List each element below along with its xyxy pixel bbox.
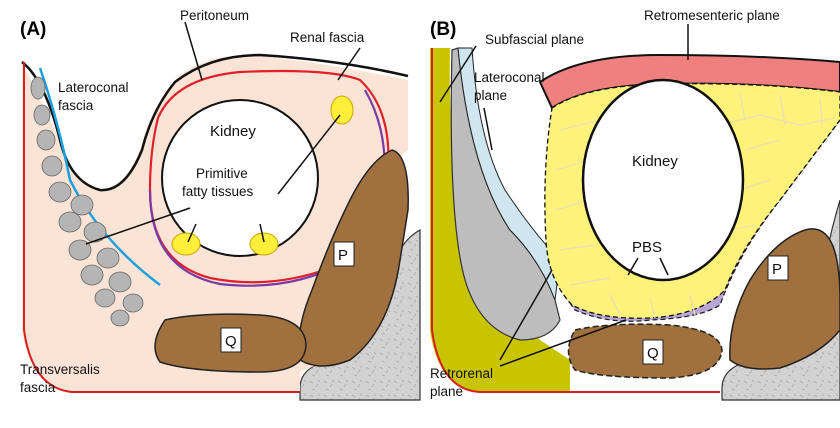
subfascial-plane-label: Subfascial plane	[485, 32, 584, 47]
renal-fascia-label: Renal fascia	[290, 30, 365, 45]
retrorenal-label-1: Retrorenal	[430, 366, 493, 381]
q-label-a: Q	[225, 333, 237, 350]
pbs-label: PBS	[632, 239, 662, 256]
lateroconal-fascia-label-2: fascia	[58, 98, 94, 113]
q-label-b: Q	[647, 345, 659, 362]
retrorenal-label-2: plane	[430, 384, 463, 399]
panel-b: (B) Subfascial plane Retromesenteric pla…	[430, 8, 840, 400]
panel-b-tag: (B)	[430, 19, 456, 40]
p-label-a: P	[338, 247, 348, 264]
panel-a-tag: (A)	[20, 19, 46, 40]
lateroconal-plane-label-1: Lateroconal	[474, 70, 545, 85]
transversalis-label-2: fascia	[20, 380, 56, 395]
kidney-label-a: Kidney	[210, 123, 256, 140]
kidney-label-b: Kidney	[632, 153, 678, 170]
fatty-tissue-blob-2	[172, 233, 200, 255]
primitive-label-2: fatty tissues	[182, 184, 254, 199]
p-label-b: P	[772, 261, 782, 278]
lateroconal-fascia-label-1: Lateroconal	[58, 80, 129, 95]
lateroconal-plane-label-2: plane	[474, 88, 507, 103]
peritoneum-label: Peritoneum	[180, 8, 249, 23]
fatty-tissue-blob-3	[250, 233, 278, 255]
fatty-tissue-blob-1	[331, 96, 353, 124]
transversalis-label-1: Transversalis	[20, 362, 100, 377]
kidney-b	[583, 80, 743, 280]
primitive-label-1: Primitive	[196, 166, 248, 181]
panel-a: (A) Peritoneum Renal fascia Lateroconal …	[20, 8, 420, 400]
retromesenteric-plane-label: Retromesenteric plane	[644, 8, 780, 23]
